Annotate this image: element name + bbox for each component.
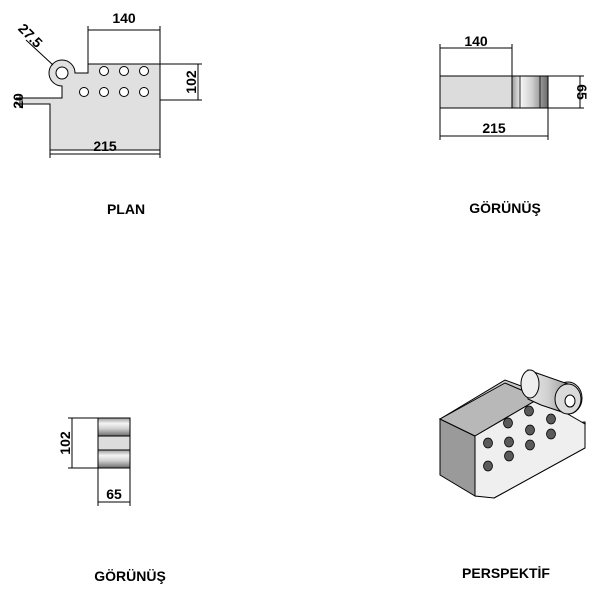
side-barrel [97, 449, 131, 469]
plan-dim-top-width: 140 [112, 10, 136, 26]
plan-title: PLAN [107, 201, 145, 217]
plan-dimension-lines [16, 26, 202, 158]
side-dim-width: 65 [106, 486, 122, 502]
perspective-hole [524, 405, 534, 417]
front-dim-total-width: 215 [482, 120, 506, 136]
side-title: GÖRÜNÜŞ [94, 568, 166, 584]
perspective-holes [483, 405, 556, 472]
plan-dim-height: 102 [183, 70, 199, 94]
plan-hole [119, 87, 129, 97]
side-dim-height: 102 [57, 431, 73, 455]
perspective-hole [525, 424, 535, 436]
plan-hole [139, 87, 149, 97]
plan-dim-total-width: 215 [93, 138, 117, 154]
side-plate [97, 435, 131, 451]
front-plate [439, 75, 513, 109]
plan-outline [21, 59, 161, 151]
front-dimension-lines [439, 44, 584, 140]
perspective-hole [525, 439, 535, 451]
plan-hole [119, 66, 129, 76]
front-title: GÖRÜNÜŞ [469, 200, 541, 216]
side-view: 102 65 GÖRÜNÜŞ [57, 417, 166, 584]
perspective-barrel-front [520, 369, 582, 415]
perspective-hole [483, 460, 493, 472]
perspective-title: PERSPEKTİF [462, 565, 550, 581]
perspective-hole [483, 437, 493, 449]
plan-hole [99, 87, 109, 97]
plan-view: 140 27.5 102 20 215 PLAN [10, 10, 202, 217]
perspective-hole [504, 436, 514, 448]
perspective-hole [504, 450, 514, 462]
front-view: 140 65 215 GÖRÜNÜŞ [439, 33, 590, 216]
front-dim-top-width: 140 [464, 33, 488, 49]
plan-hole [139, 66, 149, 76]
perspective-hole [503, 417, 513, 429]
front-barrel [511, 75, 549, 109]
plan-hinge-eye [55, 66, 69, 80]
plan-holes [79, 66, 149, 97]
plan-dim-radius: 27.5 [15, 20, 46, 51]
plan-dim-tab-height: 20 [10, 93, 26, 109]
side-barrel [97, 417, 131, 437]
perspective-view: PERSPEKTİF [438, 369, 587, 581]
side-dimension-lines [68, 417, 131, 506]
plan-hole [99, 66, 109, 76]
plan-hole [79, 87, 89, 97]
perspective-hole [546, 413, 556, 425]
front-dim-height: 65 [574, 84, 590, 100]
perspective-hole [546, 428, 556, 440]
